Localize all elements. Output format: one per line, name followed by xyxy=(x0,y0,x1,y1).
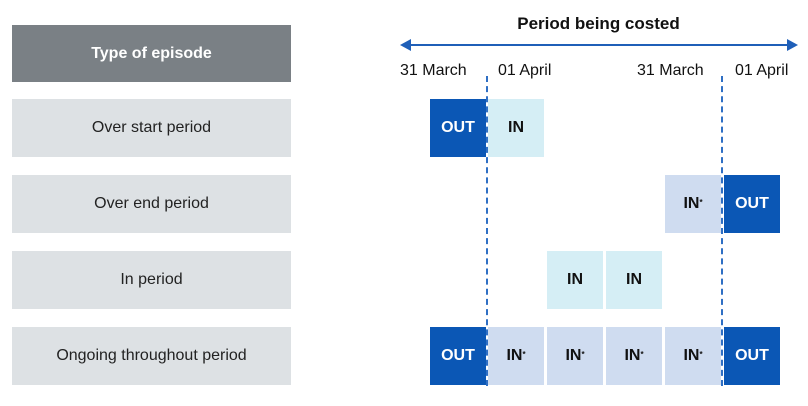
episode-type-label: Over start period xyxy=(12,99,291,157)
cell-text: IN xyxy=(508,119,524,136)
cell-text: IN xyxy=(626,271,642,288)
date-label: 31 March xyxy=(637,62,704,79)
date-label: 31 March xyxy=(400,62,467,79)
in-cell: IN* xyxy=(606,327,662,385)
period-arrow xyxy=(400,39,798,51)
period-end-line xyxy=(721,76,723,386)
cell-text: IN xyxy=(683,195,700,212)
cell-text: OUT xyxy=(735,195,769,212)
cell-text: IN xyxy=(506,347,523,364)
in-cell: IN xyxy=(488,99,544,157)
asterisk: * xyxy=(581,349,585,359)
cell-text: OUT xyxy=(441,347,475,364)
date-label: 01 April xyxy=(498,62,552,79)
cell-text: OUT xyxy=(735,347,769,364)
cell-text: IN xyxy=(683,347,700,364)
episode-type-label: In period xyxy=(12,251,291,309)
cell-text: IN xyxy=(565,347,582,364)
asterisk: * xyxy=(522,349,526,359)
in-cell: IN* xyxy=(547,327,603,385)
out-cell: OUT xyxy=(724,327,780,385)
header-type-of-episode: Type of episode xyxy=(12,25,291,82)
date-label: 01 April xyxy=(735,62,789,79)
asterisk: * xyxy=(699,197,703,207)
cell-text: IN xyxy=(567,271,583,288)
out-cell: OUT xyxy=(430,99,486,157)
asterisk: * xyxy=(699,349,703,359)
in-cell: IN* xyxy=(665,175,721,233)
episode-type-label: Over end period xyxy=(12,175,291,233)
in-cell: IN* xyxy=(665,327,721,385)
cell-text: IN xyxy=(624,347,641,364)
in-cell: IN* xyxy=(488,327,544,385)
period-start-line xyxy=(486,76,488,386)
in-cell: IN xyxy=(606,251,662,309)
out-cell: OUT xyxy=(724,175,780,233)
in-cell: IN xyxy=(547,251,603,309)
period-title: Period being costed xyxy=(517,14,680,33)
asterisk: * xyxy=(640,349,644,359)
out-cell: OUT xyxy=(430,327,486,385)
cell-text: OUT xyxy=(441,119,475,136)
episode-type-label: Ongoing throughout period xyxy=(12,327,291,385)
